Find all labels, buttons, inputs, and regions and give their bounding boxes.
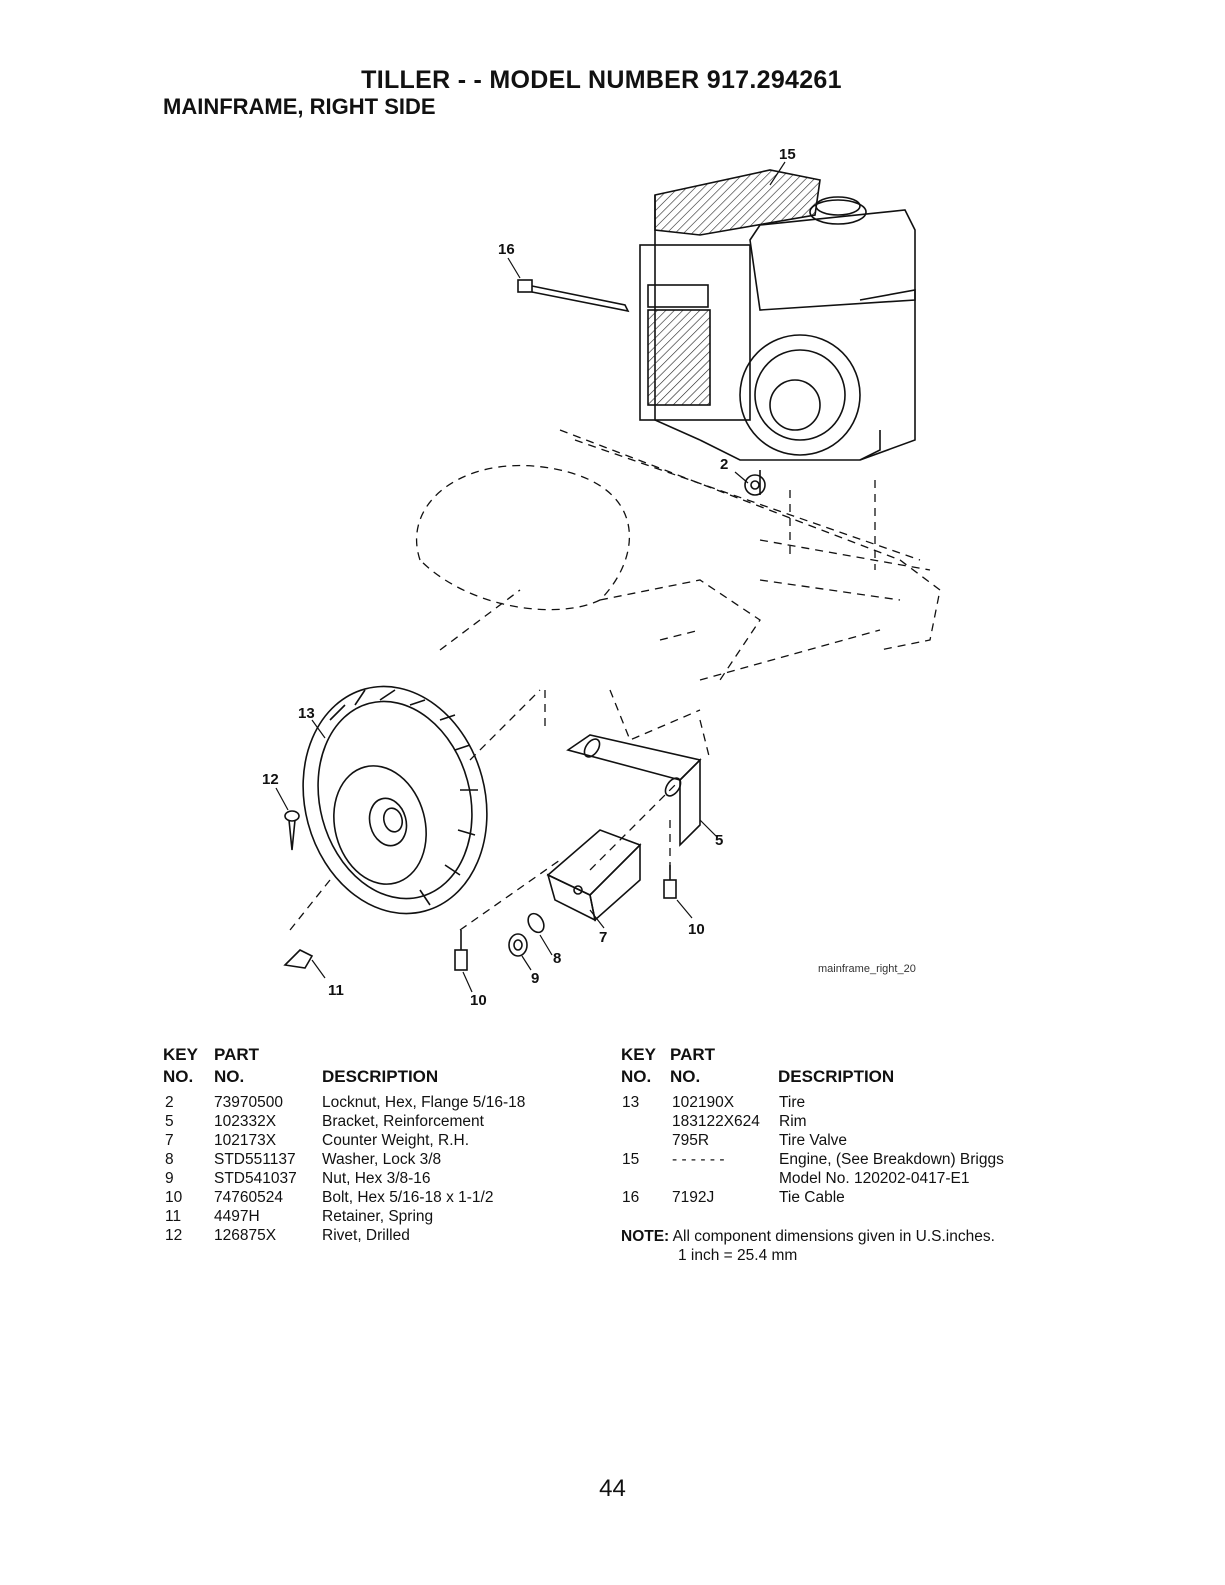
part-description: Rim xyxy=(779,1113,807,1130)
leader-lines xyxy=(275,161,786,993)
part-description: Retainer, Spring xyxy=(322,1208,434,1225)
header-part: PART xyxy=(214,1045,260,1064)
callout-16: 16 xyxy=(498,241,515,258)
retainer-illustration xyxy=(283,949,314,969)
part-description: Bracket, Reinforcement xyxy=(322,1113,484,1130)
part-description: Counter Weight, R.H. xyxy=(322,1132,470,1149)
part-description: Engine, (See Breakdown) Briggs xyxy=(779,1151,1004,1168)
callout-15: 15 xyxy=(779,146,796,163)
washer-nut-illustration xyxy=(508,912,545,957)
bolt-illustration xyxy=(454,865,677,971)
part-description: Bolt, Hex 5/16-18 x 1-1/2 xyxy=(322,1189,494,1206)
part-description: Nut, Hex 3/8-16 xyxy=(322,1170,431,1187)
note-text: All component dimensions given in U.S.in… xyxy=(672,1228,995,1245)
locknut-illustration xyxy=(744,474,766,496)
header-key-no: NO. xyxy=(163,1067,194,1086)
bracket-illustration xyxy=(566,734,702,847)
page-title: TILLER - - MODEL NUMBER 917.294261 xyxy=(361,66,842,94)
header-part-no: NO. xyxy=(670,1067,701,1086)
callout-12: 12 xyxy=(262,771,279,788)
callout-2: 2 xyxy=(720,456,729,473)
header-key: KEY xyxy=(163,1045,198,1064)
part-no: 102173X xyxy=(214,1132,277,1149)
key-no: 7 xyxy=(165,1132,174,1149)
callout-5: 5 xyxy=(715,832,724,849)
key-no: 16 xyxy=(622,1189,640,1206)
part-description: Tie Cable xyxy=(779,1189,845,1206)
rivet-illustration xyxy=(284,810,300,851)
part-description: Tire Valve xyxy=(779,1132,848,1149)
part-no: 102190X xyxy=(672,1094,735,1111)
header-part-no: NO. xyxy=(214,1067,245,1086)
part-no: 795R xyxy=(672,1132,710,1149)
callout-9: 9 xyxy=(531,970,540,987)
part-no: 183122X624 xyxy=(672,1113,760,1130)
note-conversion: 1 inch = 25.4 mm xyxy=(678,1247,798,1264)
callout-13: 13 xyxy=(298,705,315,722)
key-no: 9 xyxy=(165,1170,174,1187)
header-key: KEY xyxy=(621,1045,656,1064)
part-no: 126875X xyxy=(214,1227,277,1244)
page-number: 44 xyxy=(599,1475,626,1502)
part-description: Washer, Lock 3/8 xyxy=(322,1151,442,1168)
key-no: 15 xyxy=(622,1151,640,1168)
key-no: 2 xyxy=(165,1094,174,1111)
part-no: STD541037 xyxy=(214,1170,297,1187)
part-no: 4497H xyxy=(214,1208,260,1225)
part-description: Tire xyxy=(779,1094,806,1111)
tie-cable-illustration xyxy=(517,279,630,313)
key-no: 13 xyxy=(622,1094,640,1111)
header-description: DESCRIPTION xyxy=(322,1067,439,1086)
part-no: 7192J xyxy=(672,1189,715,1206)
callout-8: 8 xyxy=(553,950,562,967)
engine-illustration xyxy=(639,169,916,495)
exploded-parts-diagram xyxy=(275,161,941,993)
figure-id: mainframe_right_20 xyxy=(818,963,916,975)
key-no: 10 xyxy=(165,1189,183,1206)
header-description: DESCRIPTION xyxy=(778,1067,895,1086)
part-no: 74760524 xyxy=(214,1189,283,1206)
key-no: 5 xyxy=(165,1113,174,1130)
header-part: PART xyxy=(670,1045,716,1064)
part-no: STD551137 xyxy=(214,1151,296,1168)
callout-11: 11 xyxy=(328,982,344,999)
callout-10-left: 10 xyxy=(470,992,487,1009)
key-no: 12 xyxy=(165,1227,183,1244)
part-description: Rivet, Drilled xyxy=(322,1227,410,1244)
callout-7: 7 xyxy=(599,929,608,946)
part-description: Model No. 120202-0417-E1 xyxy=(779,1170,970,1187)
header-key-no: NO. xyxy=(621,1067,652,1086)
counter-weight-illustration xyxy=(546,829,642,922)
dimension-note: NOTE: All component dimensions given in … xyxy=(621,1227,995,1265)
callout-10-right: 10 xyxy=(688,921,705,938)
part-no: 102332X xyxy=(214,1113,277,1130)
tire-illustration xyxy=(302,685,488,915)
key-no: 11 xyxy=(165,1208,182,1225)
mainframe-illustration xyxy=(289,429,941,931)
part-no: 73970500 xyxy=(214,1094,283,1111)
section-subtitle: MAINFRAME, RIGHT SIDE xyxy=(163,94,436,119)
part-description: Locknut, Hex, Flange 5/16-18 xyxy=(322,1094,526,1111)
note-label: NOTE: xyxy=(621,1228,670,1245)
part-no: - - - - - - xyxy=(672,1151,725,1168)
key-no: 8 xyxy=(165,1151,174,1168)
